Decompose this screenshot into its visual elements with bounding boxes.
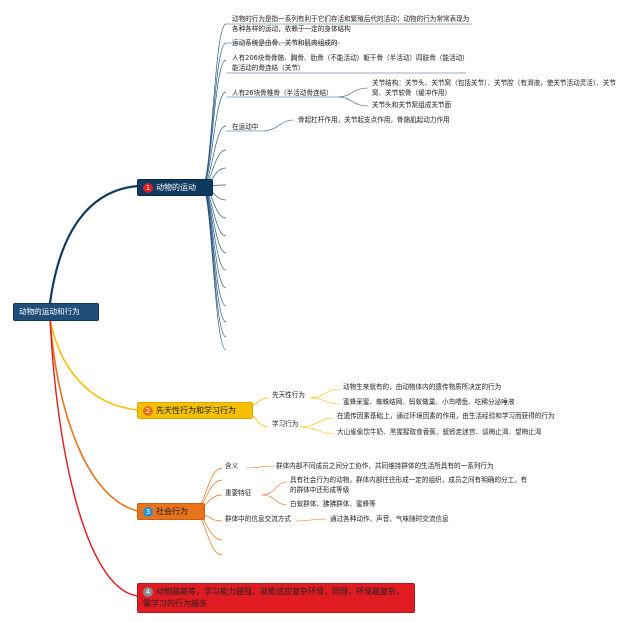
b2-child-1-sub-2[interactable]: 蜜蜂采蜜、蜘蛛结网、蚂蚁做巢、小鸟喂鱼、吃稀分泌唾液 <box>343 398 515 406</box>
b2-child-2-sub-1[interactable]: 在遗传因素基础上，通过环境因素的作用，由生活经验和学习而获得的行为 <box>337 412 555 420</box>
link-root-b3 <box>49 318 139 512</box>
number-badge: 3 <box>143 506 153 517</box>
link-b1-2 <box>201 59 227 187</box>
link-b2-1-2 <box>309 397 341 405</box>
branch-1-label: 动物的运动 <box>156 183 196 192</box>
link-b2-1-1 <box>309 388 341 399</box>
link-b3-3-1 <box>295 518 327 522</box>
b3-child-1-sub-1[interactable]: 群体内部不同成员之间分工协作，共同维持群体的生活所具有的一系列行为 <box>276 462 494 470</box>
b3-child-3[interactable]: 群体中的信息交流方式 <box>225 515 291 523</box>
b2-child-2-sub-2[interactable]: 大山雀偷饮牛奶、黑猩猩取食香蕉、蚯蚓走迷宫、谈梅止渴、望梅止渴 <box>337 428 542 436</box>
link-b3-2-2 <box>261 494 288 506</box>
b3-child-2-sub-2[interactable]: 白蚁群体、狒狒群体、蜜蜂等 <box>290 500 376 508</box>
b1-child-4-sub-1[interactable]: 关节结构：关节头、关节窝（包括关节）、关节腔（有滑液，使关节活动灵活）、关节窝、… <box>372 79 616 97</box>
b1-child-4[interactable]: 人有26块骨椎骨（半活动骨连结） <box>232 89 333 97</box>
b3-child-2[interactable]: 重要特征 <box>225 489 252 497</box>
b1-child-5[interactable]: 在运动中 <box>232 123 259 131</box>
number-badge: 4 <box>143 586 153 597</box>
link-root-b4 <box>49 318 139 597</box>
branch-3-label: 社会行为 <box>156 507 188 516</box>
b1-child-5-sub-1[interactable]: 骨起杠杆作用，关节起支点作用，骨骼肌起动力作用 <box>298 116 450 124</box>
link-b2-2-1 <box>299 417 335 428</box>
link-root-b2 <box>49 318 139 411</box>
root-node[interactable]: 动物的运动和行为 <box>13 303 99 321</box>
link-b1-12 <box>201 185 227 271</box>
b2-child-1-sub-1[interactable]: 动物生来就有的，由动物体内的遗传物质所决定的行为 <box>343 383 502 391</box>
number-badge: 2 <box>143 405 153 416</box>
b3-child-3-sub-1[interactable]: 通过各种动作、声音、气味随时交流信息 <box>330 515 449 523</box>
link-b3-1-1 <box>245 465 275 469</box>
b2-child-1[interactable]: 先天性行为 <box>272 391 305 399</box>
b2-child-2[interactable]: 学习行为 <box>272 420 299 428</box>
branch-2-label: 先天性行为和学习行为 <box>156 406 236 415</box>
b1-child-4-sub-2[interactable]: 关节头和关节窝组成关节面 <box>372 101 452 109</box>
b3-child-1[interactable]: 含义 <box>225 462 239 470</box>
b1-child-1[interactable]: 动物的行为是指一系列有利于它们存活和繁殖后代的活动；动物的行为常常表现为各种各样… <box>232 15 470 33</box>
link-b1-5-1 <box>261 119 295 132</box>
b1-child-3[interactable]: 人有206块骨骨骼、胸骨、肋骨（不能活动）躯干骨（半活动）四肢骨（能活动）能活动… <box>232 54 469 72</box>
link-b3-2-1 <box>261 481 288 496</box>
link-b1-4-2 <box>337 96 369 107</box>
link-b1-4-1 <box>337 87 369 98</box>
b3-child-2-sub-1[interactable]: 具有社会行为的动物，群体内部往往形成一定的组织，成员之间有明确的分工，有的群体中… <box>290 476 528 494</box>
number-badge: 1 <box>143 182 153 193</box>
b1-child-2[interactable]: 运动系统是由骨、关节和肌肉组成的 <box>232 39 338 47</box>
link-root-b1 <box>48 184 139 304</box>
branch-4-label: 动物越高等，学习能力越强，就能适应复杂环境，同理，环境越复杂，需学习的行为越多 <box>143 587 404 608</box>
link-b2-2-2 <box>299 426 335 435</box>
